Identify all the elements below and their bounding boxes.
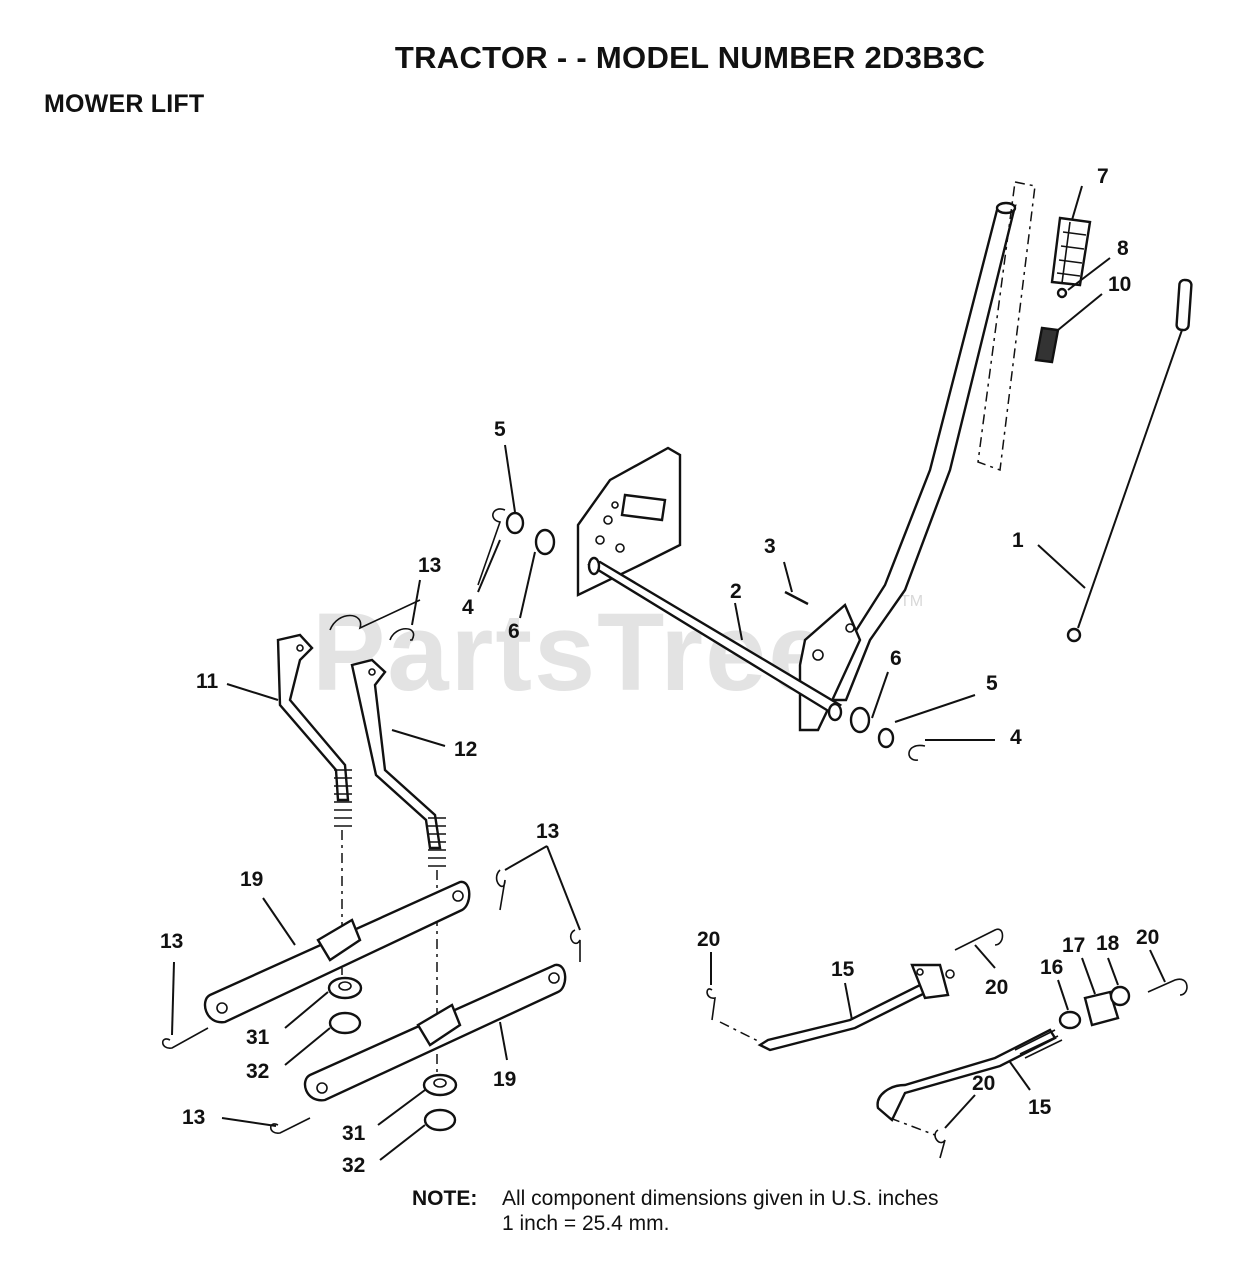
callout-13-left: 13: [160, 930, 183, 953]
callout-13-top: 13: [418, 554, 441, 577]
cotter-20-right: [1147, 978, 1188, 996]
washer-31-upper-hole: [338, 981, 352, 991]
mounting-bracket-plate: [576, 446, 682, 597]
washer-left: [505, 511, 525, 535]
callout-15-lower: 15: [1028, 1096, 1052, 1119]
callout-10: 10: [1108, 273, 1131, 296]
cotter-20-bottom: [934, 1129, 946, 1159]
hairpin-13-mid-b: [570, 929, 581, 962]
clip-left: [477, 508, 506, 586]
callout-7: 7: [1097, 165, 1109, 188]
washer-31-lower-hole: [433, 1078, 447, 1088]
page-title: TRACTOR - - MODEL NUMBER 2D3B3C: [394, 40, 986, 75]
callout-20-right: 20: [1136, 926, 1159, 949]
centerline-rod-upper: [719, 1021, 761, 1043]
grip-pin: [1056, 287, 1068, 299]
cotter-20-left: [706, 988, 716, 1021]
linkage-rod-lower: [876, 1028, 1063, 1122]
washer-31-lower: [422, 1073, 458, 1097]
jam-nut-16: [1058, 1010, 1082, 1030]
shaft-end: [827, 702, 843, 722]
lift-handle-lever: [798, 201, 1017, 732]
callout-12: 12: [454, 738, 477, 761]
note-line-2: 1 inch = 25.4 mm.: [502, 1212, 670, 1235]
callout-19-upper: 19: [240, 868, 263, 891]
nut-32-lower: [423, 1108, 457, 1132]
callout-3: 3: [764, 535, 776, 558]
swivel-block-17: [1083, 990, 1120, 1027]
handle-grip: [1050, 216, 1092, 287]
callout-20-top: 20: [985, 976, 1008, 999]
callout-15-upper: 15: [831, 958, 855, 981]
callout-17: 17: [1062, 934, 1085, 957]
callout-4-left: 4: [462, 596, 474, 619]
bushing-right: [849, 706, 871, 734]
washer-18: [1109, 985, 1131, 1007]
cotter-20-top: [954, 928, 1004, 951]
linkage-rod-upper: [757, 963, 955, 1052]
callout-4-right: 4: [1010, 726, 1022, 749]
note-line-1: All component dimensions given in U.S. i…: [502, 1187, 939, 1210]
lift-link-12: [350, 658, 446, 867]
clip-right: [908, 744, 926, 761]
handle-grip-outline: [977, 181, 1036, 472]
callout-1: 1: [1012, 529, 1024, 552]
callout-31-upper: 31: [246, 1026, 270, 1049]
hairpin-13-left: [161, 1027, 209, 1049]
callout-13-bottom: 13: [182, 1106, 205, 1129]
callout-13-middle: 13: [536, 820, 559, 843]
callout-6-right: 6: [890, 647, 902, 670]
callout-20-bottom: 20: [972, 1072, 995, 1095]
callout-32-upper: 32: [246, 1060, 269, 1083]
handle-spring: [1034, 326, 1060, 364]
lift-link-11: [276, 633, 352, 827]
callout-16: 16: [1040, 956, 1063, 979]
note-label: NOTE:: [412, 1187, 478, 1210]
centerline-rod-lower: [889, 1117, 936, 1136]
callout-5-top: 5: [494, 418, 506, 441]
washer-right: [877, 727, 895, 749]
bushing-left: [534, 528, 556, 556]
callout-19-lower: 19: [493, 1068, 516, 1091]
dimensions-note: NOTE: All component dimensions given in U…: [412, 1186, 939, 1236]
callout-18: 18: [1096, 932, 1120, 955]
cross-shaft: [587, 556, 843, 714]
lift-arm-upper: [203, 880, 471, 1024]
callout-20-left: 20: [697, 928, 720, 951]
callout-31-lower: 31: [342, 1122, 366, 1145]
section-title: MOWER LIFT: [44, 90, 205, 118]
washer-31-upper: [327, 976, 363, 1000]
hairpin-13-top-a: [329, 599, 421, 631]
callout-2: 2: [730, 580, 742, 603]
nut-32-upper: [328, 1011, 362, 1035]
callout-8: 8: [1117, 237, 1129, 260]
hairpin-13-mid-a: [495, 869, 506, 911]
callout-6-left: 6: [508, 620, 520, 643]
callout-5-right: 5: [986, 672, 998, 695]
callout-11: 11: [196, 670, 219, 693]
roll-pin: [784, 590, 809, 606]
leader-lines: [171, 185, 1166, 1161]
hairpin-13-top-b: [389, 627, 415, 641]
lift-arm-lower: [303, 963, 567, 1102]
hairpin-13-bottom: [269, 1117, 311, 1134]
lift-link-rod: [1066, 278, 1193, 643]
callout-32-lower: 32: [342, 1154, 365, 1177]
watermark-trademark: TM: [900, 593, 923, 610]
